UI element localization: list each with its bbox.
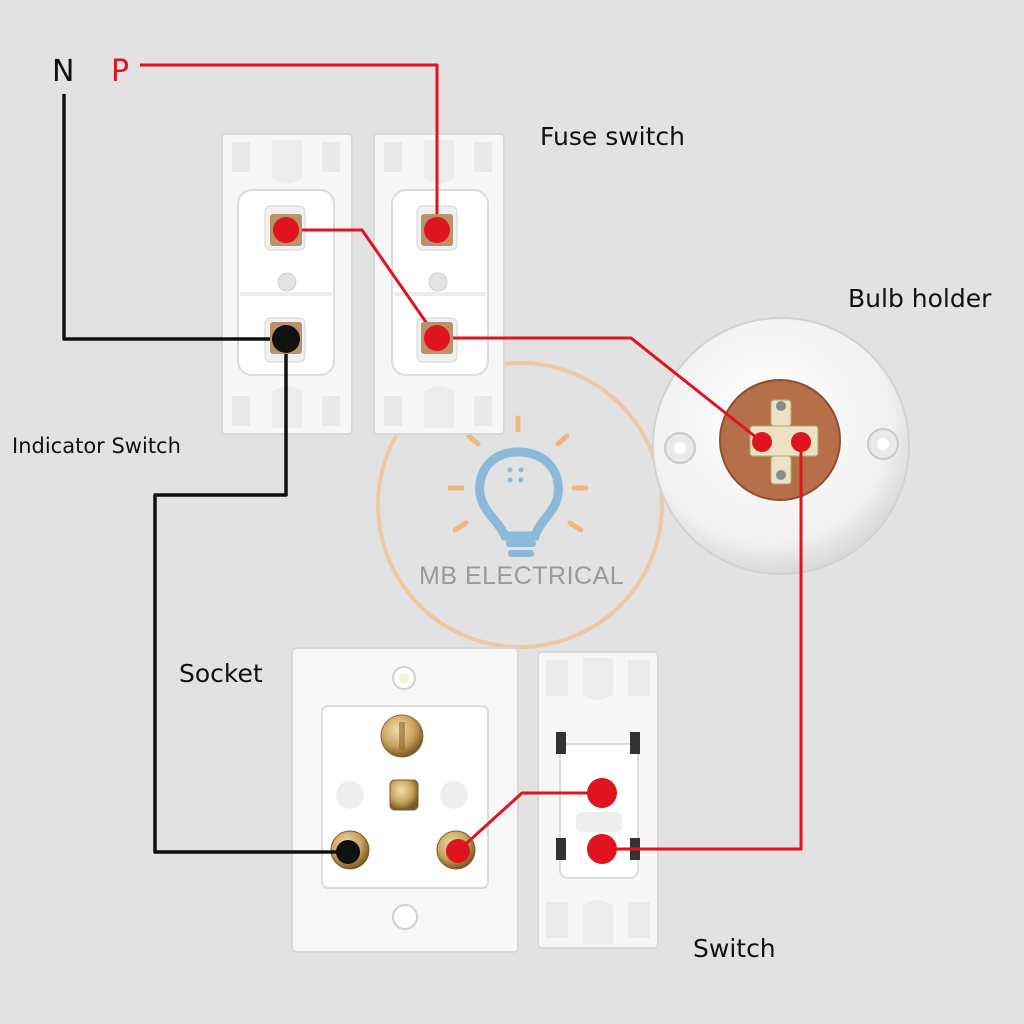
phase-wire-holder-to-switch xyxy=(602,442,803,851)
neutral-label: N xyxy=(52,54,75,89)
switch-label: Switch xyxy=(693,934,776,963)
bulb-holder xyxy=(652,317,910,575)
socket-phase-dot xyxy=(446,839,470,863)
lightbulb-icon xyxy=(475,447,563,557)
phase-wire-main xyxy=(140,63,439,230)
indicator-switch-label: Indicator Switch xyxy=(12,434,181,458)
phase-wires xyxy=(140,63,803,853)
fuse-switch-label: Fuse switch xyxy=(540,122,686,151)
phase-wire-fuse-to-indicator xyxy=(286,228,439,339)
neutral-wire-to-socket xyxy=(153,339,350,854)
watermark-text: MB ELECTRICAL xyxy=(419,562,625,590)
terminal-dots xyxy=(270,214,811,864)
neutral-wire-main xyxy=(62,94,286,341)
indicator-bottom-terminal-dot xyxy=(272,325,300,353)
phase-wire-switch-to-socket xyxy=(456,791,602,853)
switch-bottom-terminal-dot xyxy=(587,834,617,864)
bulb-holder-label: Bulb holder xyxy=(848,284,992,313)
neutral-wires xyxy=(62,94,350,854)
socket-label: Socket xyxy=(179,659,263,688)
switch-top-terminal-dot xyxy=(587,778,617,808)
light-rays-icon xyxy=(447,415,589,533)
fuse-bottom-terminal-dot xyxy=(424,325,450,351)
holder-right-terminal-dot xyxy=(791,432,811,452)
indicator-top-terminal-dot xyxy=(273,217,299,243)
socket-center-screw xyxy=(389,779,419,811)
watermark xyxy=(376,361,664,649)
socket-neutral-dot xyxy=(336,840,360,864)
fuse-top-terminal-dot xyxy=(424,217,450,243)
phase-wire-fuse-to-holder xyxy=(437,336,763,444)
holder-left-terminal-dot xyxy=(752,432,772,452)
fuse-switch xyxy=(373,133,505,435)
watermark-ring xyxy=(376,361,664,649)
phase-label: P xyxy=(111,54,130,89)
socket xyxy=(291,647,519,953)
switch-base xyxy=(559,743,639,879)
